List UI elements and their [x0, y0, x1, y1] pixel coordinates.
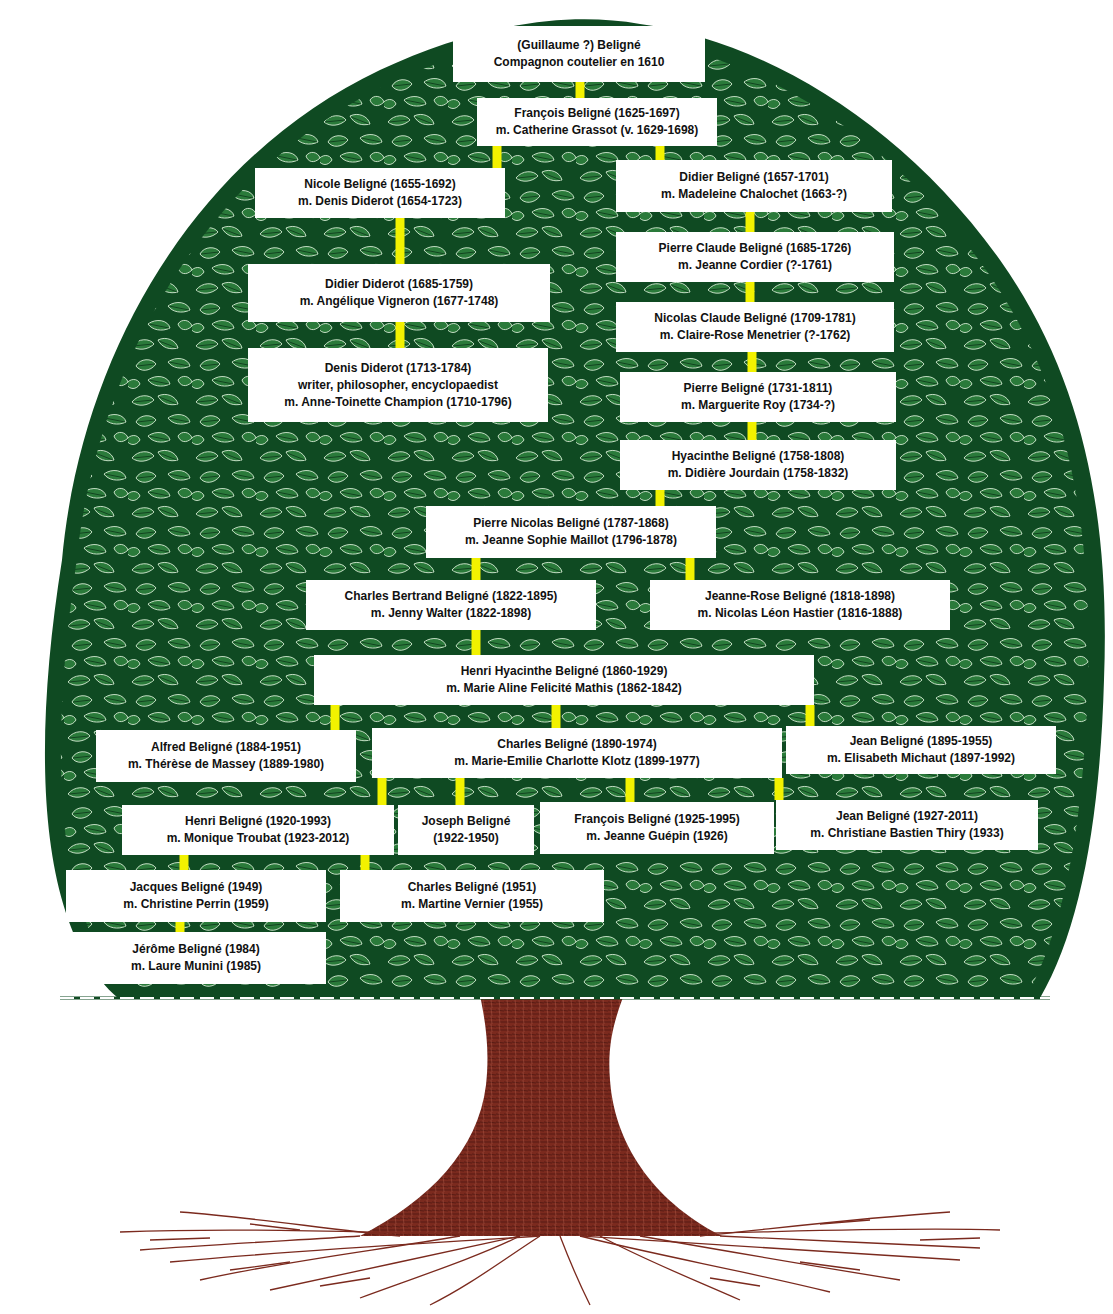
family-connector	[396, 218, 405, 264]
person-text: Joseph Beligné	[422, 813, 511, 830]
person-text: m. Marie Aline Felicité Mathis (1862-184…	[446, 680, 682, 697]
person-text: Charles Beligné (1951)	[408, 879, 537, 896]
person-text: Henri Hyacinthe Beligné (1860-1929)	[461, 663, 668, 680]
person-box: (Guillaume ?) BelignéCompagnon coutelier…	[453, 26, 705, 82]
person-text: m. Didière Jourdain (1758-1832)	[668, 465, 849, 482]
person-text: m. Jeanne Sophie Maillot (1796-1878)	[465, 532, 677, 549]
family-connector	[746, 282, 755, 302]
person-text: Denis Diderot (1713-1784)	[325, 360, 472, 377]
family-connector	[456, 778, 465, 805]
family-connector	[361, 855, 370, 870]
person-text: Pierre Nicolas Beligné (1787-1868)	[473, 515, 668, 532]
family-connector	[493, 146, 502, 168]
family-connector	[748, 422, 757, 440]
person-text: Pierre Claude Beligné (1685-1726)	[659, 240, 852, 257]
person-text: Jean Beligné (1895-1955)	[850, 733, 993, 750]
person-text: Nicolas Claude Beligné (1709-1781)	[654, 310, 855, 327]
person-text: François Beligné (1625-1697)	[514, 105, 679, 122]
person-text: Jacques Beligné (1949)	[130, 879, 263, 896]
family-connector	[746, 212, 755, 232]
person-text: Jean Beligné (1927-2011)	[836, 808, 978, 825]
person-box: Charles Bertrand Beligné (1822-1895)m. J…	[306, 580, 596, 630]
family-connector	[806, 705, 815, 726]
person-text: Alfred Beligné (1884-1951)	[151, 739, 301, 756]
person-box: François Beligné (1925-1995)m. Jeanne Gu…	[540, 802, 774, 854]
person-text: m. Jeanne Cordier (?-1761)	[678, 257, 832, 274]
person-text: (Guillaume ?) Beligné	[517, 37, 640, 54]
family-connector	[378, 778, 387, 805]
person-text: Charles Beligné (1890-1974)	[497, 736, 656, 753]
person-box: Jean Beligné (1927-2011)m. Christiane Ba…	[776, 800, 1038, 850]
person-text: m. Madeleine Chalochet (1663-?)	[661, 186, 847, 203]
family-connector	[775, 778, 784, 800]
person-text: m. Catherine Grassot (v. 1629-1698)	[496, 122, 699, 139]
person-text: m. Jenny Walter (1822-1898)	[371, 605, 531, 622]
person-box: Nicolas Claude Beligné (1709-1781)m. Cla…	[616, 302, 894, 352]
person-text: m. Martine Vernier (1955)	[401, 896, 543, 913]
person-box: Alfred Beligné (1884-1951)m. Thérèse de …	[96, 730, 356, 782]
person-text: m. Christiane Bastien Thiry (1933)	[810, 825, 1003, 842]
person-text: Jérôme Beligné (1984)	[132, 941, 259, 958]
person-text: writer, philosopher, encyclopaedist	[298, 377, 498, 394]
family-connector	[686, 558, 695, 580]
person-text: Nicole Beligné (1655-1692)	[304, 176, 455, 193]
person-text: m. Anne-Toinette Champion (1710-1796)	[284, 394, 511, 411]
person-text: m. Marie-Emilie Charlotte Klotz (1899-19…	[454, 753, 699, 770]
person-text: Charles Bertrand Beligné (1822-1895)	[345, 588, 558, 605]
person-box: Denis Diderot (1713-1784)writer, philoso…	[248, 348, 548, 422]
family-connector	[472, 558, 481, 580]
person-text: m. Denis Diderot (1654-1723)	[298, 193, 462, 210]
family-connector	[656, 490, 665, 506]
person-box: Jeanne-Rose Beligné (1818-1898)m. Nicola…	[650, 580, 950, 630]
person-text: m. Christine Perrin (1959)	[123, 896, 268, 913]
person-text: m. Thérèse de Massey (1889-1980)	[128, 756, 324, 773]
family-connector	[576, 82, 585, 98]
person-text: (1922-1950)	[433, 830, 498, 847]
person-text: m. Nicolas Léon Hastier (1816-1888)	[698, 605, 903, 622]
family-connector	[748, 352, 757, 372]
person-box: François Beligné (1625-1697)m. Catherine…	[477, 98, 717, 146]
person-text: Didier Diderot (1685-1759)	[325, 276, 473, 293]
person-box: Pierre Nicolas Beligné (1787-1868)m. Jea…	[426, 506, 716, 558]
person-text: François Beligné (1925-1995)	[574, 811, 739, 828]
family-connector	[552, 705, 561, 728]
family-connector	[626, 778, 635, 802]
person-text: Hyacinthe Beligné (1758-1808)	[672, 448, 845, 465]
family-connector	[176, 922, 185, 932]
person-box: Jacques Beligné (1949)m. Christine Perri…	[66, 870, 326, 922]
person-box: Joseph Beligné(1922-1950)	[398, 805, 534, 855]
person-text: Didier Beligné (1657-1701)	[679, 169, 828, 186]
person-text: Jeanne-Rose Beligné (1818-1898)	[705, 588, 895, 605]
person-box: Hyacinthe Beligné (1758-1808)m. Didière …	[620, 440, 896, 490]
person-box: Didier Beligné (1657-1701)m. Madeleine C…	[616, 160, 892, 212]
person-box: Nicole Beligné (1655-1692)m. Denis Dider…	[255, 168, 505, 218]
person-box: Pierre Claude Beligné (1685-1726)m. Jean…	[616, 232, 894, 282]
person-box: Henri Hyacinthe Beligné (1860-1929)m. Ma…	[314, 655, 814, 705]
person-text: m. Claire-Rose Menetrier (?-1762)	[660, 327, 851, 344]
person-box: Charles Beligné (1951)m. Martine Vernier…	[340, 870, 604, 922]
person-box: Didier Diderot (1685-1759)m. Angélique V…	[248, 264, 550, 322]
person-box: Jean Beligné (1895-1955)m. Elisabeth Mic…	[786, 726, 1056, 774]
person-text: m. Laure Munini (1985)	[131, 958, 261, 975]
person-text: m. Monique Troubat (1923-2012)	[167, 830, 350, 847]
person-box: Jérôme Beligné (1984)m. Laure Munini (19…	[66, 932, 326, 984]
person-text: m. Elisabeth Michaut (1897-1992)	[827, 750, 1015, 767]
person-text: Pierre Beligné (1731-1811)	[684, 380, 833, 397]
person-text: m. Marguerite Roy (1734-?)	[681, 397, 835, 414]
family-connector	[472, 630, 481, 655]
family-connector	[396, 322, 405, 348]
person-text: m. Angélique Vigneron (1677-1748)	[300, 293, 499, 310]
family-connector	[180, 855, 189, 870]
person-box: Charles Beligné (1890-1974)m. Marie-Emil…	[372, 728, 782, 778]
person-text: Henri Beligné (1920-1993)	[185, 813, 331, 830]
family-connector	[656, 146, 665, 160]
person-box: Henri Beligné (1920-1993)m. Monique Trou…	[122, 805, 394, 855]
person-text: m. Jeanne Guépin (1926)	[586, 828, 727, 845]
person-text: Compagnon coutelier en 1610	[494, 54, 665, 71]
family-connector	[331, 705, 340, 730]
person-box: Pierre Beligné (1731-1811)m. Marguerite …	[620, 372, 896, 422]
